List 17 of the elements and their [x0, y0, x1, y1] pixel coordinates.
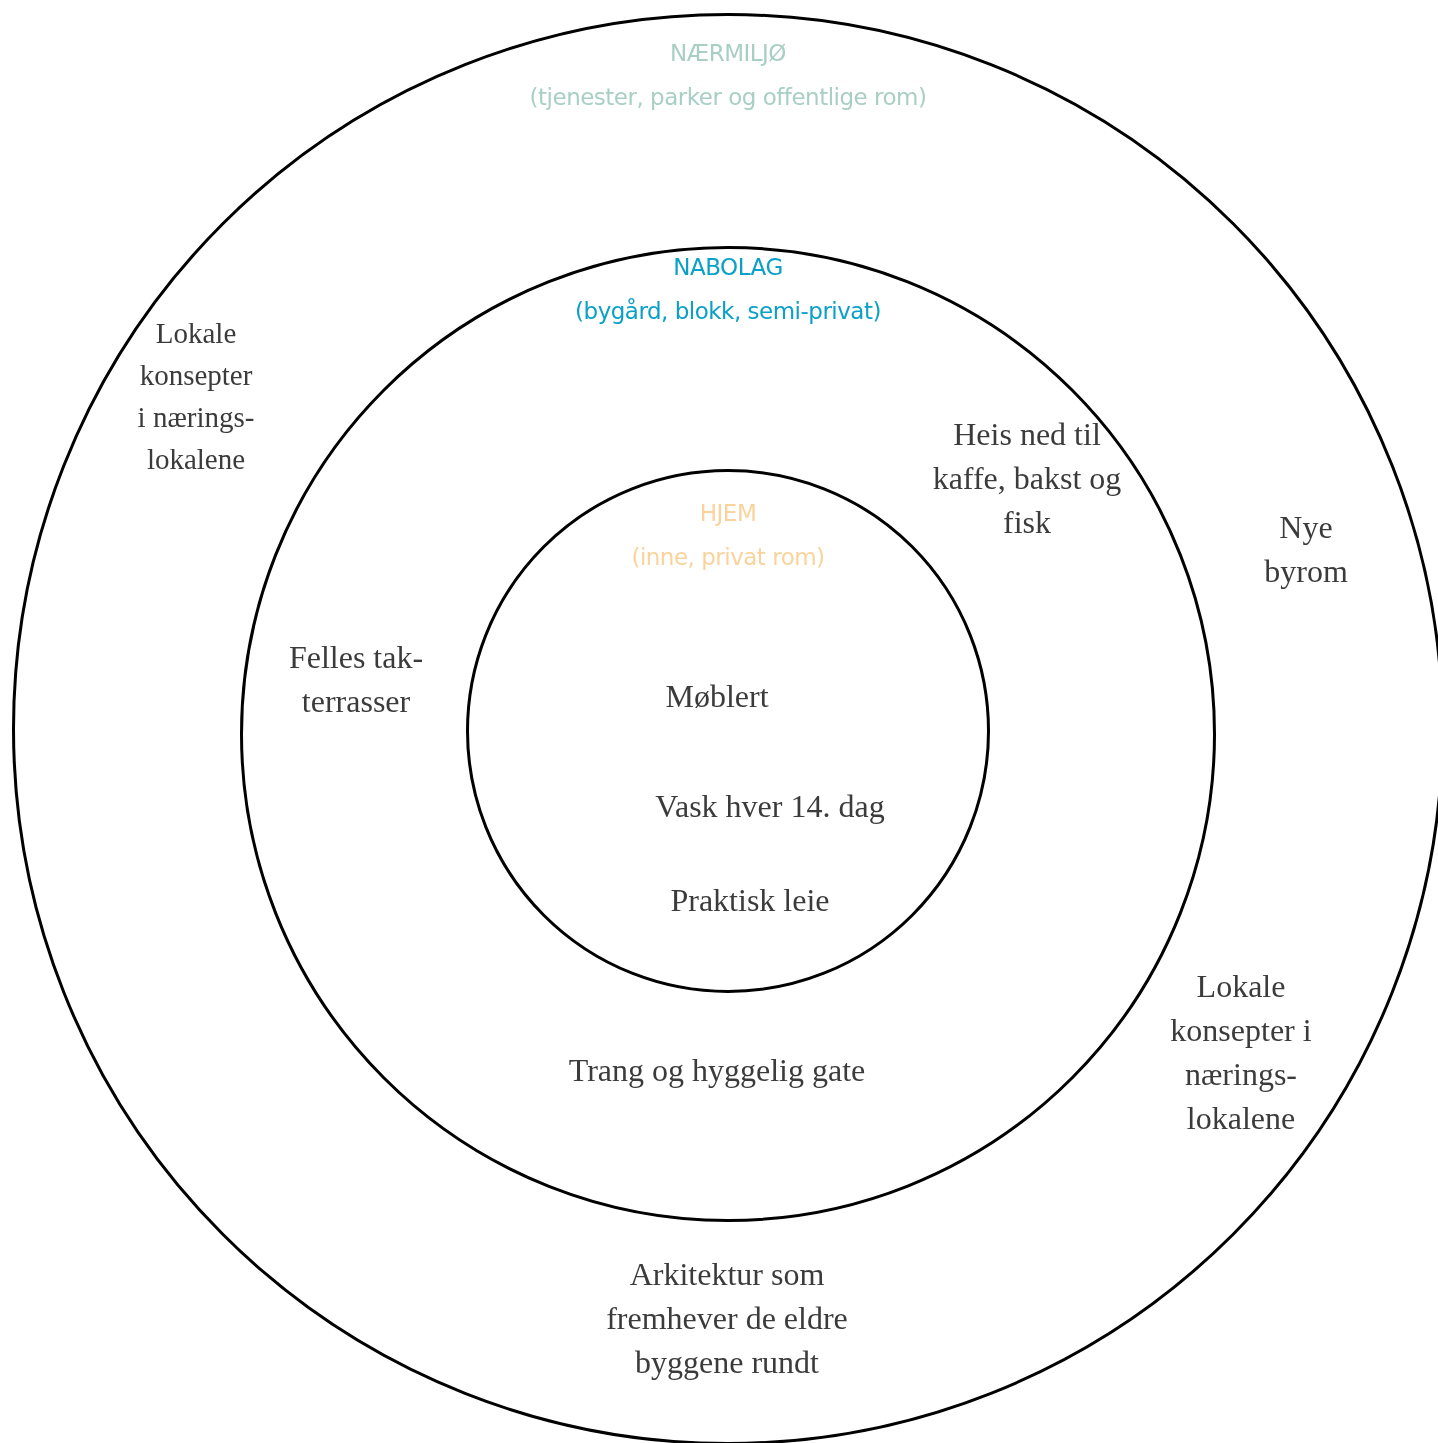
zone-heading: NÆRMILJØ [670, 39, 786, 68]
item-text: Møblert [664, 677, 770, 716]
zone-circle [12, 13, 1438, 1443]
item-text: Heis ned til kaffe, bakst og fisk [931, 415, 1123, 542]
item-text: Trang og hyggelig gate [567, 1051, 867, 1090]
item-text: Nye byrom [1263, 508, 1349, 591]
zone-subheading: (tjenester, parker og offentlige rom) [529, 83, 927, 112]
item-text: Lokale konsepter i nærings-lokalene [1169, 967, 1313, 1138]
item-text: Vask hver 14. dag [654, 787, 886, 826]
zone-heading: NABOLAG [673, 253, 783, 282]
zone-subheading: (inne, privat rom) [631, 543, 825, 572]
zone-subheading: (bygård, blokk, semi-privat) [575, 297, 881, 326]
item-text: Felles tak-terrasser [287, 638, 425, 721]
item-text: Arkitektur som fremhever de eldre byggene rundt [605, 1255, 849, 1382]
item-text: Praktisk leie [669, 881, 831, 920]
item-text: Lokale konsepter i nærings-lokalene [136, 316, 256, 477]
zone-heading: HJEM [699, 499, 757, 528]
